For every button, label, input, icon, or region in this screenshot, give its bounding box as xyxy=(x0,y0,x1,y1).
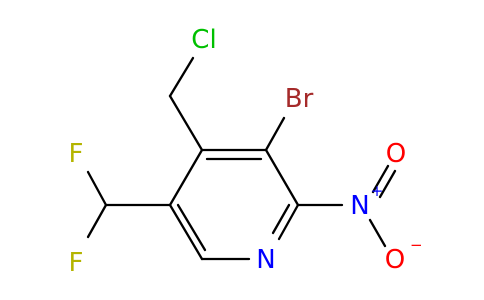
bond-c2-n xyxy=(277,203,300,241)
bond-nitro-o-top-double xyxy=(378,169,397,199)
atom-fluorine-top: F xyxy=(69,139,84,169)
bond-chf2-f-bottom xyxy=(86,203,108,239)
bond-chf2-f-top xyxy=(86,170,108,207)
atom-oxygen-top: O xyxy=(386,139,406,169)
bond-c3-c2 xyxy=(264,148,300,207)
nitro-positive-charge: + xyxy=(371,182,384,200)
bond-c5-c4 xyxy=(168,148,204,207)
bond-c6-c5 xyxy=(168,203,204,261)
atom-nitrogen-nitro: N xyxy=(350,191,369,221)
atom-bromine: Br xyxy=(285,84,314,114)
atom-oxygen-bottom: O xyxy=(385,245,405,275)
atom-labels: Cl Br N N + O O − F F xyxy=(69,25,423,278)
bond-c-cl xyxy=(168,56,195,98)
bond-nitro-o-top xyxy=(371,164,390,194)
oxygen-negative-charge: − xyxy=(410,236,423,254)
bond-c4-ch2 xyxy=(168,94,204,152)
atom-chlorine: Cl xyxy=(191,25,216,55)
bonds xyxy=(86,56,397,261)
bond-c2-n-double xyxy=(271,203,291,235)
bond-c3-br xyxy=(264,116,286,152)
atom-fluorine-bottom: F xyxy=(69,248,84,278)
atom-nitrogen-ring: N xyxy=(256,245,275,275)
bond-nitro-o-bottom xyxy=(368,218,387,248)
bond-c6-c5-double xyxy=(176,203,207,252)
